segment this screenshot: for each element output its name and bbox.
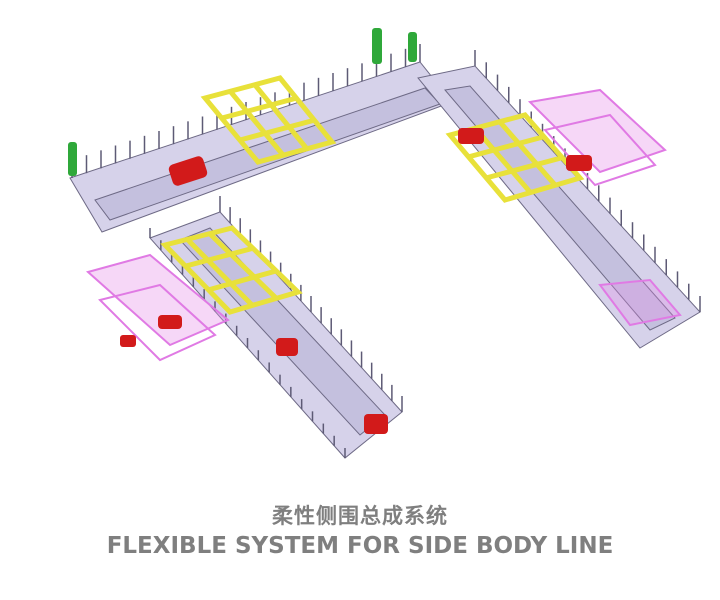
motor — [276, 338, 298, 356]
motor — [458, 128, 484, 144]
fixture-right-arm — [598, 278, 682, 327]
robot — [408, 32, 417, 62]
yellow-carrier-frames — [160, 75, 585, 315]
motor — [364, 414, 388, 434]
robot — [68, 142, 77, 176]
caption-title-cn: 柔性侧围总成系统 — [272, 504, 448, 528]
fixture-stations — [85, 88, 682, 362]
motors — [120, 128, 592, 434]
fixture-lower-left — [85, 253, 230, 347]
side-body-line-illustration — [68, 28, 701, 459]
robot — [372, 28, 382, 64]
fixture-upper-right — [527, 88, 667, 174]
motor — [566, 155, 592, 171]
motor — [168, 156, 208, 186]
caption-title-en: FLEXIBLE SYSTEM FOR SIDE BODY LINE — [106, 533, 614, 559]
motor — [120, 335, 136, 347]
robots — [68, 28, 417, 176]
motor — [158, 315, 182, 329]
